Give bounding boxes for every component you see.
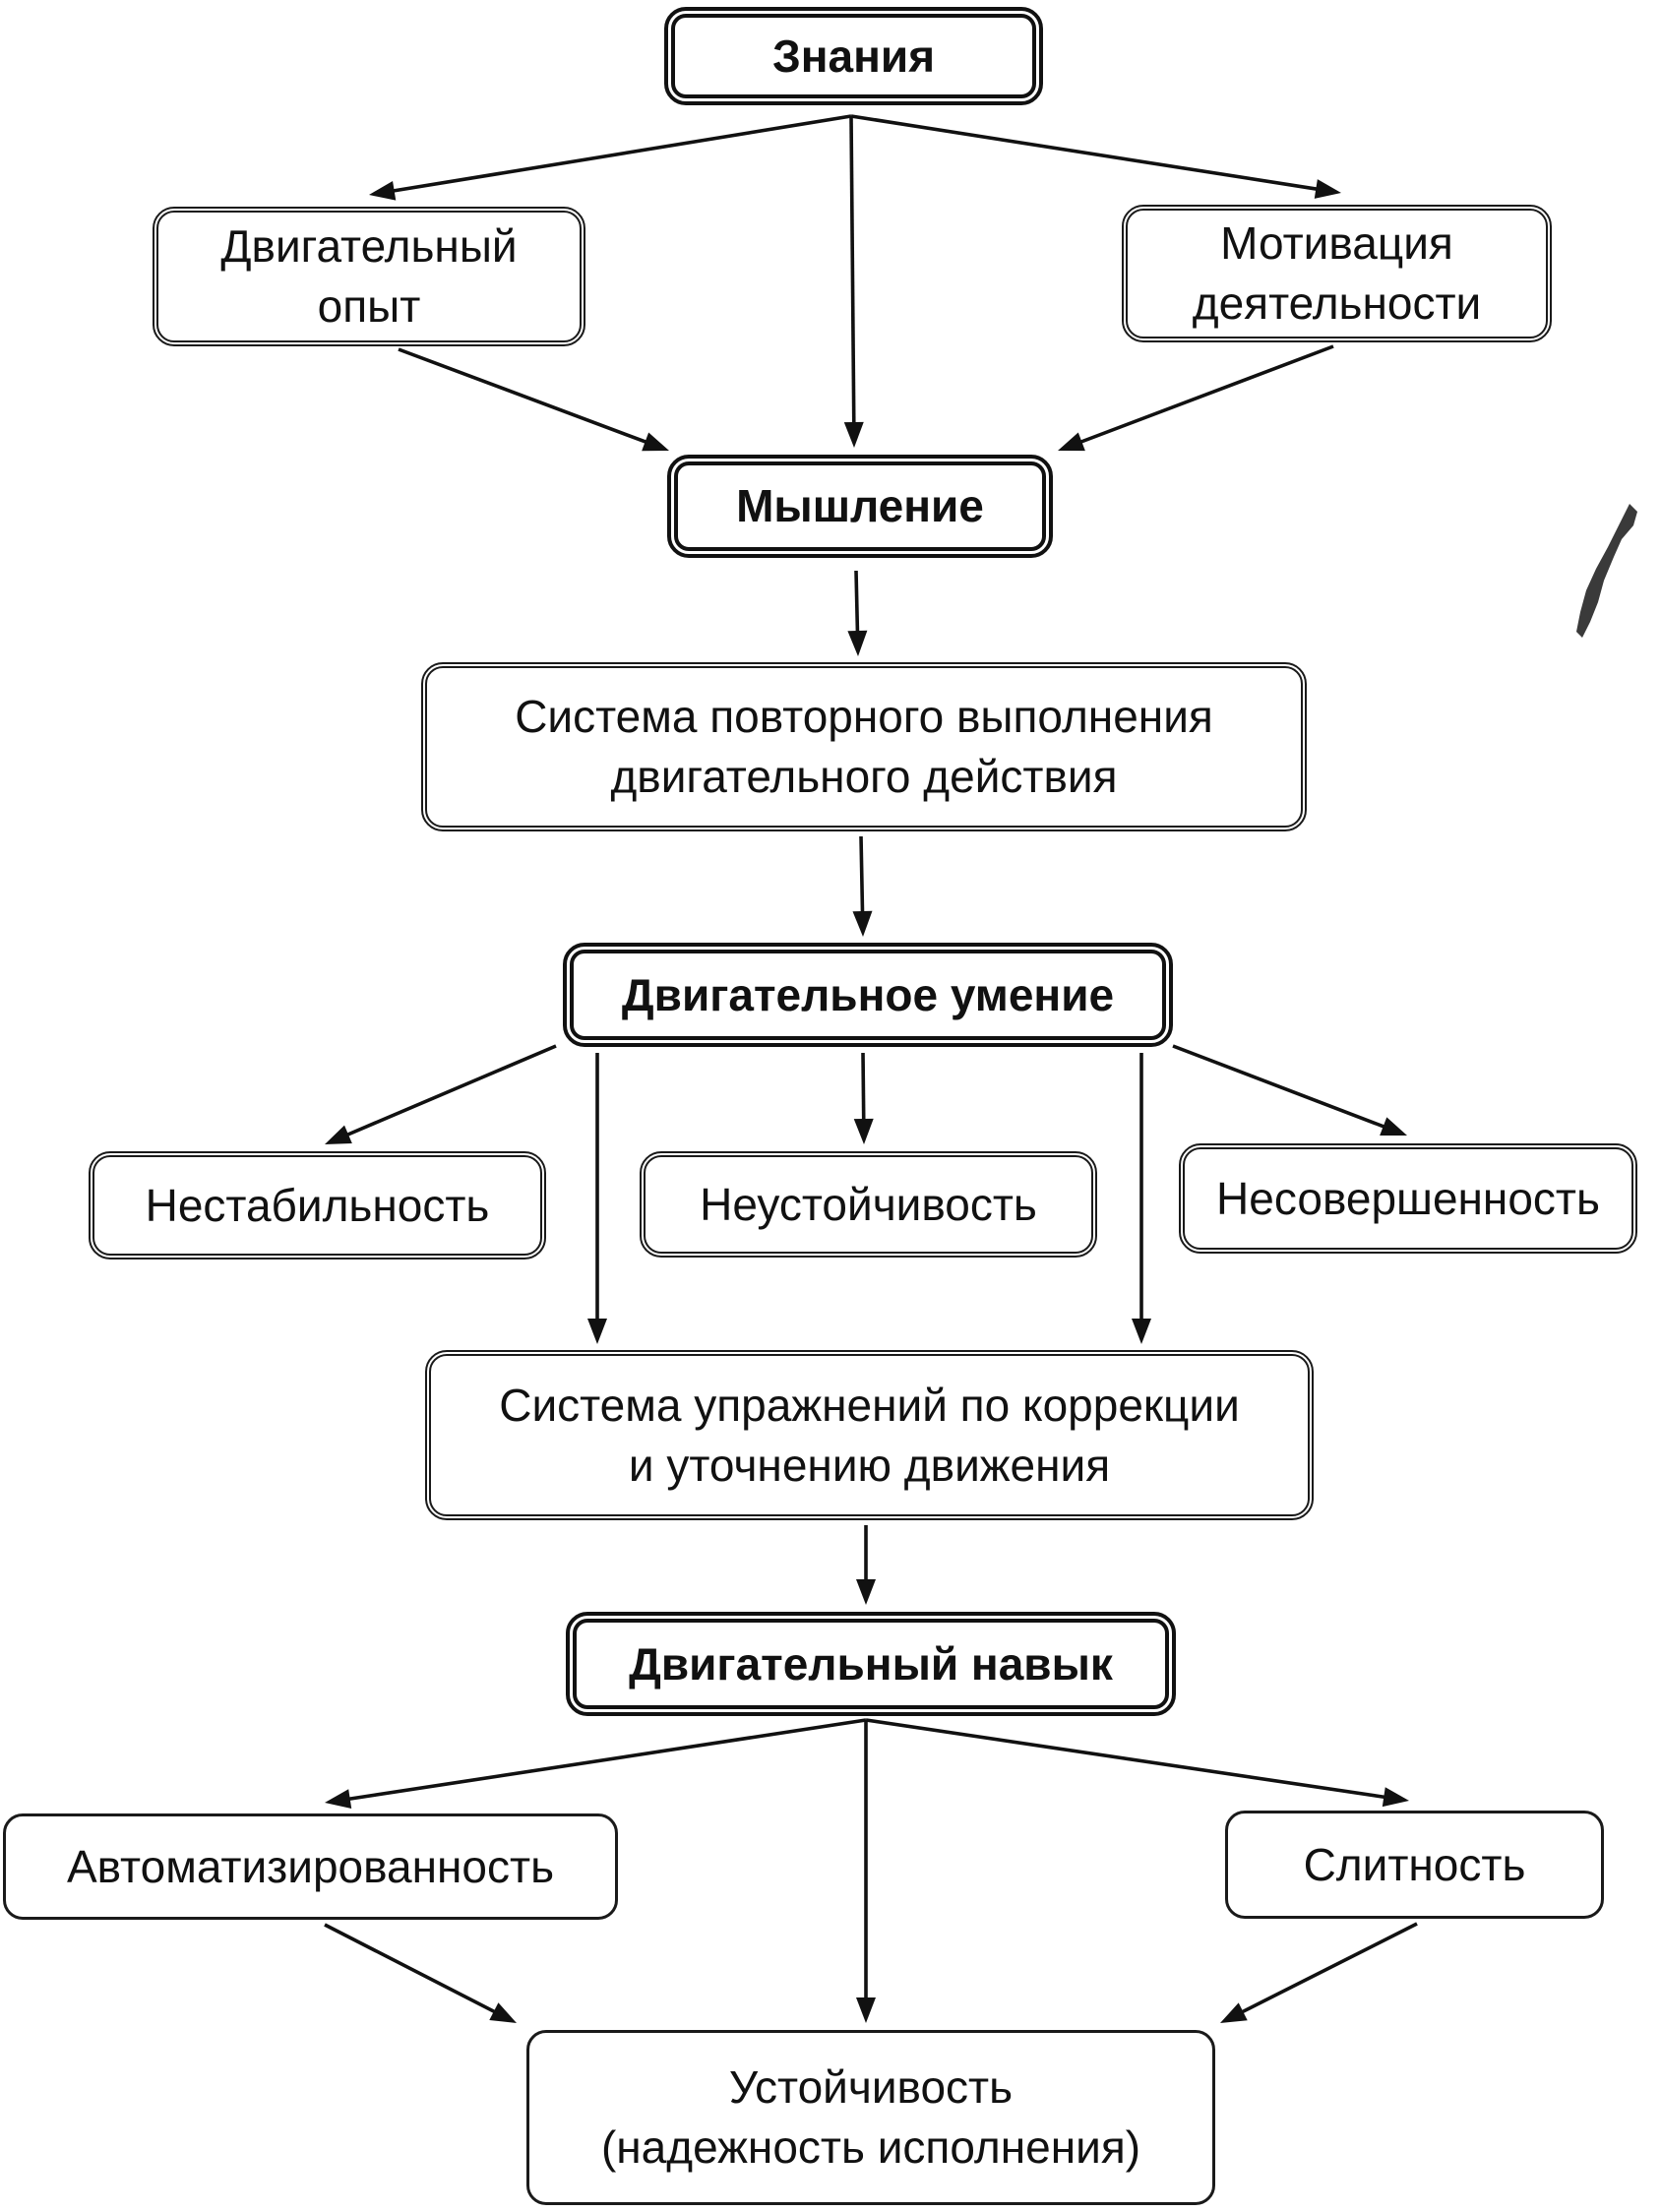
arrowhead-8: [325, 1125, 352, 1144]
node-sistema-povtor-line-2: двигательного действия: [610, 751, 1118, 802]
arrowhead-6: [847, 630, 868, 656]
node-slitnost: Слитность: [1225, 1811, 1604, 1919]
node-sistema-uprazhneniy: Система упражнений по коррекции и уточне…: [425, 1350, 1314, 1520]
arrowhead-3: [1314, 179, 1341, 199]
node-dvig-navyk: Двигательный навык: [566, 1612, 1176, 1716]
connector-line-7: [859, 835, 865, 914]
node-sistema-uprazhneniy-line-2: и уточнению движения: [628, 1439, 1111, 1491]
arrowhead-10: [1380, 1117, 1407, 1137]
connector-line-16: [865, 1718, 1386, 1800]
connector-line-14: [347, 1718, 867, 1802]
connector-line-8: [345, 1044, 557, 1137]
node-sistema-povtor-line-1: Система повторного выполнения: [515, 691, 1213, 743]
arrowhead-18: [1220, 2002, 1248, 2023]
arrowhead-11: [587, 1319, 607, 1344]
node-sistema-povtor: Система повторного выполнения двигательн…: [421, 662, 1307, 831]
arrowhead-5: [1058, 432, 1085, 452]
node-neustoichivost: Неустойчивость: [640, 1151, 1097, 1258]
connector-line-4: [398, 347, 648, 445]
connector-line-1: [392, 114, 852, 193]
node-myshlenie-text: Мышление: [736, 480, 984, 532]
arrowhead-16: [1382, 1787, 1409, 1808]
node-nesovershennost-text: Несовершенность: [1216, 1172, 1600, 1224]
arrowhead-14: [325, 1789, 352, 1809]
node-ustoichivost-line-1: Устойчивость: [728, 2061, 1014, 2114]
node-motivatsiya: Мотивация деятельности: [1122, 205, 1552, 342]
arrowhead-17: [489, 2002, 517, 2023]
connector-line-9: [861, 1052, 866, 1122]
scan-speck: [1576, 504, 1637, 638]
connector-line-17: [324, 1923, 497, 2014]
node-dvig-opyt-line-2: опыт: [317, 280, 421, 332]
arrowhead-1: [369, 180, 397, 201]
node-ustoichivost: Устойчивость (надежность исполнения): [526, 2030, 1215, 2205]
connector-line-2: [849, 115, 856, 425]
node-znaniya: Знания: [664, 7, 1043, 105]
connector-line-3: [850, 114, 1319, 192]
node-sistema-uprazhneniy-line-1: Система упражнений по коррекции: [499, 1379, 1240, 1431]
node-motivatsiya-line-1: Мотивация: [1220, 217, 1453, 270]
node-dvig-umenie-text: Двигательное умение: [621, 968, 1115, 1020]
node-nestabilnost-text: Нестабильность: [145, 1179, 490, 1231]
arrowhead-15: [856, 1997, 876, 2023]
arrowhead-13: [856, 1579, 876, 1605]
node-nesovershennost: Несовершенность: [1179, 1143, 1637, 1254]
arrowhead-9: [853, 1118, 874, 1144]
node-neustoichivost-text: Неустойчивость: [700, 1178, 1037, 1230]
arrowhead-4: [642, 432, 669, 452]
node-myshlenie: Мышление: [667, 455, 1053, 558]
node-dvig-opyt-line-1: Двигательный: [220, 220, 518, 273]
arrowhead-12: [1132, 1319, 1151, 1344]
node-ustoichivost-line-2: (надежность исполнения): [600, 2121, 1141, 2173]
connector-line-6: [854, 570, 860, 634]
node-dvig-opyt: Двигательный опыт: [153, 207, 585, 346]
node-dvig-umenie: Двигательное умение: [563, 943, 1173, 1047]
connector-line-5: [1078, 344, 1334, 445]
arrowhead-2: [843, 421, 864, 448]
node-znaniya-text: Знания: [771, 30, 936, 82]
node-dvig-navyk-text: Двигательный навык: [629, 1637, 1113, 1690]
node-slitnost-text: Слитность: [1303, 1838, 1526, 1890]
node-nestabilnost: Нестабильность: [89, 1151, 546, 1260]
connector-line-18: [1240, 1922, 1418, 2014]
node-avtomatizirovannost-text: Автоматизированность: [66, 1840, 555, 1892]
arrowhead-7: [852, 910, 873, 937]
node-motivatsiya-line-2: деятельности: [1192, 277, 1482, 329]
connector-line-10: [1172, 1044, 1386, 1130]
node-avtomatizirovannost: Автоматизированность: [3, 1813, 618, 1920]
